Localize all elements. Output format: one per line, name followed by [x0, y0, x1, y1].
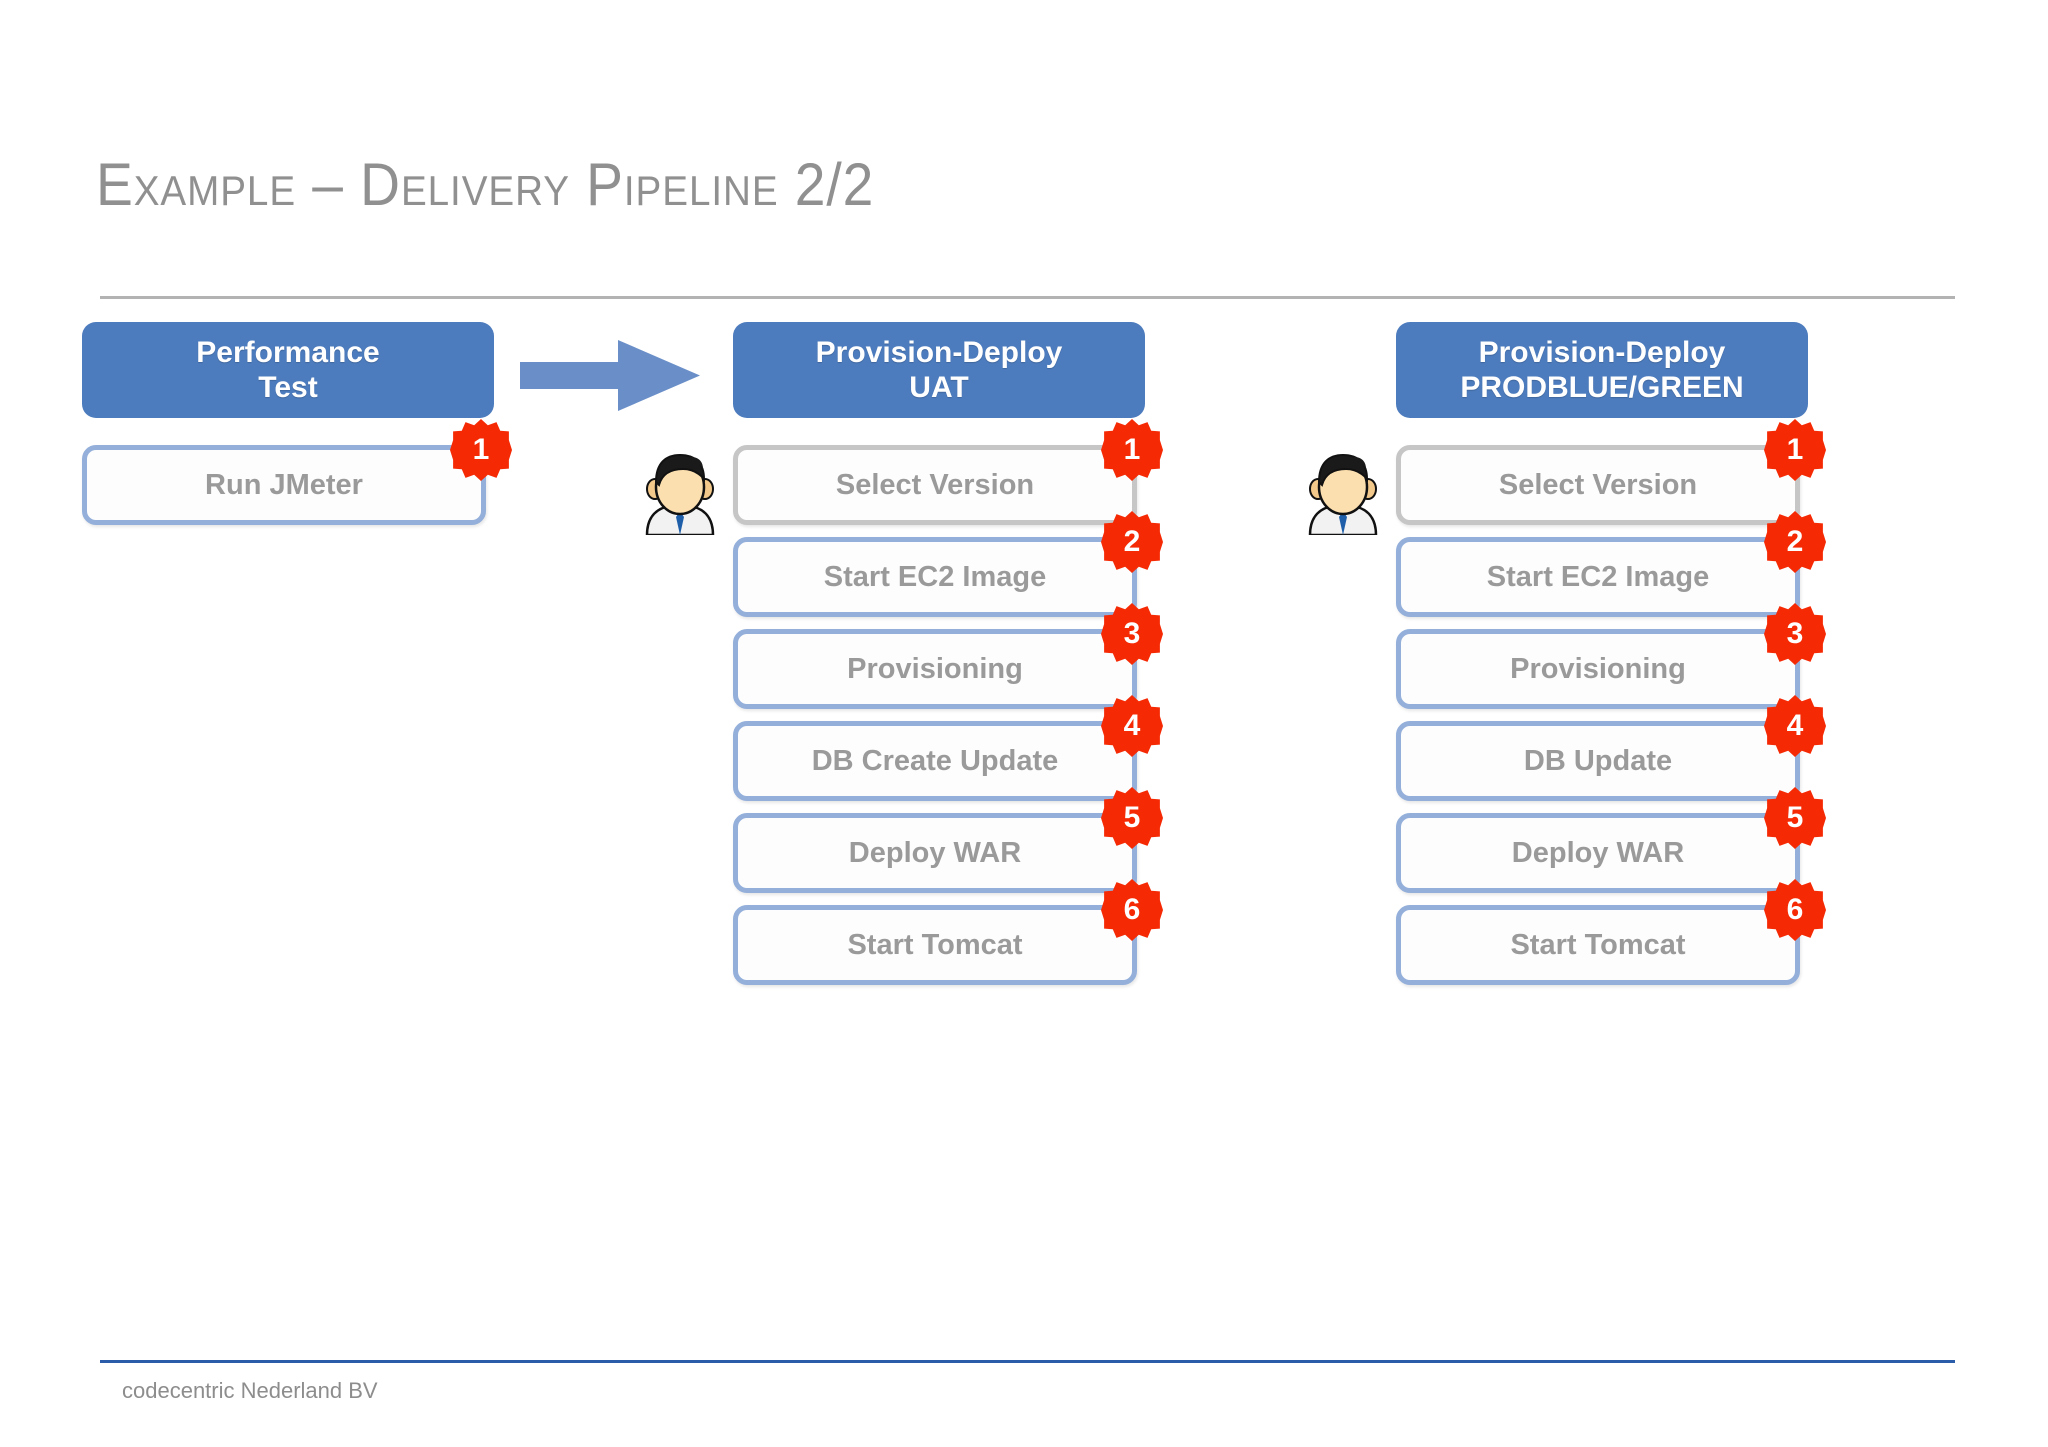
step-badge: 1 — [1764, 419, 1826, 481]
stage-header-line: PRODBLUE/GREEN — [1460, 371, 1744, 404]
step-box-provisioning[interactable]: Provisioning — [1396, 629, 1800, 709]
step-badge-number: 2 — [1786, 525, 1804, 558]
step-list: Run JMeter 1 — [82, 419, 512, 533]
step-badge-number: 6 — [1786, 893, 1804, 926]
step-badge: 2 — [1101, 511, 1163, 573]
step-label: Select Version — [1498, 468, 1698, 501]
step-label: Deploy WAR — [1511, 836, 1685, 869]
step-badge-number: 3 — [1123, 617, 1141, 650]
step-label: Start EC2 Image — [1486, 560, 1710, 593]
businessman-icon — [1308, 453, 1378, 535]
stage-header-line: UAT — [909, 371, 969, 404]
step-badge-number: 1 — [1786, 433, 1804, 466]
step-row: Select Version 1 — [645, 419, 1163, 535]
step-badge-number: 2 — [1123, 525, 1141, 558]
step-badge: 3 — [1764, 603, 1826, 665]
step-label: Start Tomcat — [1510, 928, 1686, 961]
step-label: DB Create Update — [811, 744, 1059, 777]
stage-header-line: Performance — [196, 335, 380, 369]
step-box-deploy-war[interactable]: Deploy WAR — [733, 813, 1137, 893]
step-badge: 5 — [1101, 787, 1163, 849]
step-box-start-tomcat[interactable]: Start Tomcat — [1396, 905, 1800, 985]
step-row: Start EC2 Image 2 — [1396, 511, 1826, 625]
step-box-start-ec2-image[interactable]: Start EC2 Image — [733, 537, 1137, 617]
step-row: Deploy WAR 5 — [733, 787, 1163, 901]
step-badge: 5 — [1764, 787, 1826, 849]
page-title: Example – Delivery Pipeline 2/2 — [96, 151, 875, 218]
stage-header-line: Test — [258, 371, 318, 404]
right-arrow-icon — [520, 340, 700, 411]
step-box-deploy-war[interactable]: Deploy WAR — [1396, 813, 1800, 893]
step-box-start-ec2-image[interactable]: Start EC2 Image — [1396, 537, 1800, 617]
step-badge: 1 — [450, 419, 512, 481]
step-label: Start EC2 Image — [823, 560, 1047, 593]
step-label: Provisioning — [847, 652, 1023, 685]
step-badge-number: 5 — [1123, 801, 1141, 834]
step-label: Deploy WAR — [848, 836, 1022, 869]
step-badge-number: 4 — [1786, 709, 1804, 742]
step-label: DB Update — [1523, 744, 1673, 777]
step-row: Provisioning 3 — [1396, 603, 1826, 717]
footer-company-label: codecentric Nederland BV — [122, 1378, 378, 1403]
step-badge: 2 — [1764, 511, 1826, 573]
step-box-select-version[interactable]: Select Version — [733, 445, 1137, 525]
step-box-db-update[interactable]: DB Update — [1396, 721, 1800, 801]
footer-divider — [100, 1360, 1955, 1363]
step-box-start-tomcat[interactable]: Start Tomcat — [733, 905, 1137, 985]
step-label: Run JMeter — [205, 468, 363, 501]
step-badge: 1 — [1101, 419, 1163, 481]
step-box-db-create-update[interactable]: DB Create Update — [733, 721, 1137, 801]
step-badge-number: 1 — [472, 433, 490, 466]
step-row: Start Tomcat 6 — [733, 879, 1163, 993]
step-badge: 6 — [1764, 879, 1826, 941]
step-row: Start EC2 Image 2 — [733, 511, 1163, 625]
step-label: Start Tomcat — [847, 928, 1023, 961]
step-row: Deploy WAR 5 — [1396, 787, 1826, 901]
step-row: Select Version 1 — [1308, 419, 1826, 535]
step-label: Select Version — [835, 468, 1035, 501]
step-badge-number: 3 — [1786, 617, 1804, 650]
step-badge-number: 6 — [1123, 893, 1141, 926]
step-badge: 4 — [1764, 695, 1826, 757]
step-badge: 6 — [1101, 879, 1163, 941]
step-box-provisioning[interactable]: Provisioning — [733, 629, 1137, 709]
step-row: Provisioning 3 — [733, 603, 1163, 717]
step-label: Provisioning — [1510, 652, 1686, 685]
title-divider — [100, 296, 1955, 299]
businessman-icon — [645, 453, 715, 535]
step-row: Start Tomcat 6 — [1396, 879, 1826, 993]
step-row: Run JMeter 1 — [82, 419, 512, 533]
stage-header-line: Provision-Deploy — [815, 335, 1063, 369]
step-badge-number: 4 — [1123, 709, 1141, 742]
step-box-run-jmeter[interactable]: Run JMeter — [82, 445, 486, 525]
step-box-select-version[interactable]: Select Version — [1396, 445, 1800, 525]
step-badge: 4 — [1101, 695, 1163, 757]
step-row: DB Update 4 — [1396, 695, 1826, 809]
step-badge-number: 5 — [1786, 801, 1804, 834]
stage-header-line: Provision-Deploy — [1478, 335, 1726, 369]
step-badge-number: 1 — [1123, 433, 1141, 466]
step-badge: 3 — [1101, 603, 1163, 665]
step-row: DB Create Update 4 — [733, 695, 1163, 809]
